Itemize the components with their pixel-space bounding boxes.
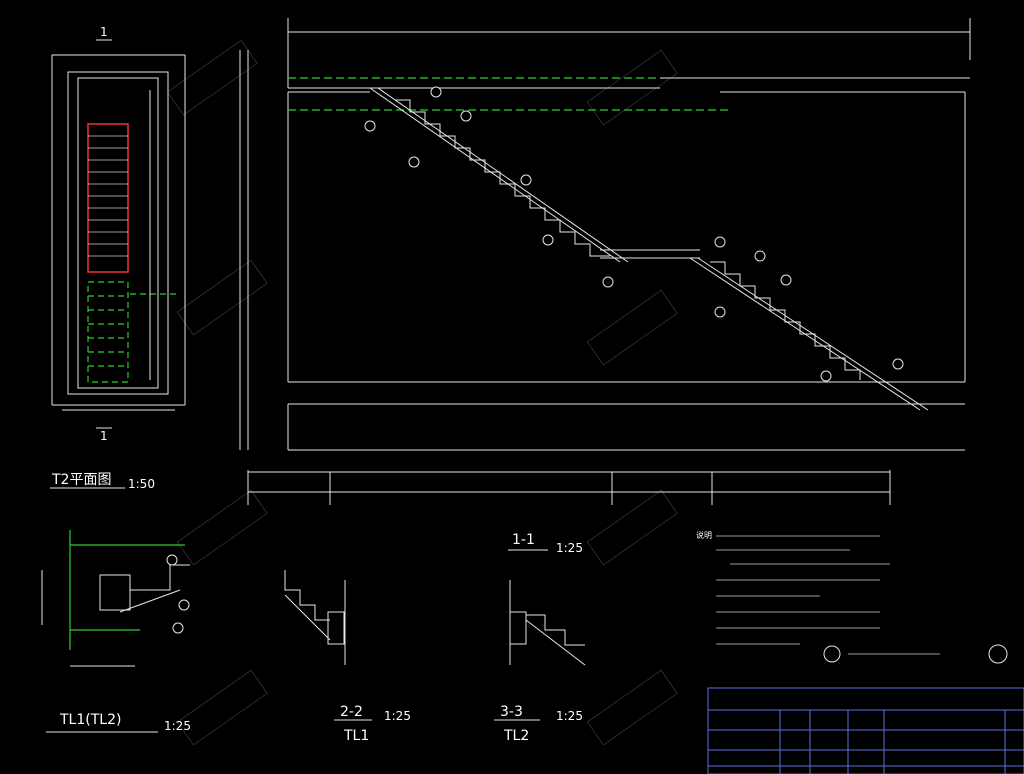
plan-section-marker-top: 1: [100, 25, 108, 39]
notes-header: 说明: [696, 530, 712, 540]
section-2-2: 2-2 TL1 1:25: [284, 570, 411, 744]
plan-title: T2平面图: [51, 472, 111, 488]
section-11-label: 1-1: [512, 532, 535, 548]
section-33-beam: TL2: [503, 728, 529, 744]
section-1-1: 1-1 1:25: [508, 532, 583, 555]
section-22-beam: TL1: [343, 728, 369, 744]
stair-plan: 1 1 T2平面图 1:50: [50, 25, 186, 491]
watermark-layer: [166, 39, 678, 746]
general-notes: 说明: [696, 530, 1008, 664]
section-33-scale: 1:25: [556, 709, 583, 723]
section-33-label: 3-3: [500, 704, 523, 720]
stair-section: [239, 18, 971, 505]
callout-bubbles: [364, 86, 904, 382]
section-11-scale: 1:25: [556, 541, 583, 555]
beam-detail: TL1(TL2) 1:25: [41, 530, 191, 733]
plan-scale: 1:50: [128, 477, 155, 491]
beam-detail-scale: 1:25: [164, 719, 191, 733]
section-3-3: 3-3 TL2 1:25: [494, 580, 586, 744]
title-block: [707, 687, 1024, 774]
section-22-scale: 1:25: [384, 709, 411, 723]
beam-detail-label: TL1(TL2): [59, 712, 121, 728]
plan-section-marker-bottom: 1: [100, 429, 108, 443]
section-22-label: 2-2: [340, 704, 363, 720]
